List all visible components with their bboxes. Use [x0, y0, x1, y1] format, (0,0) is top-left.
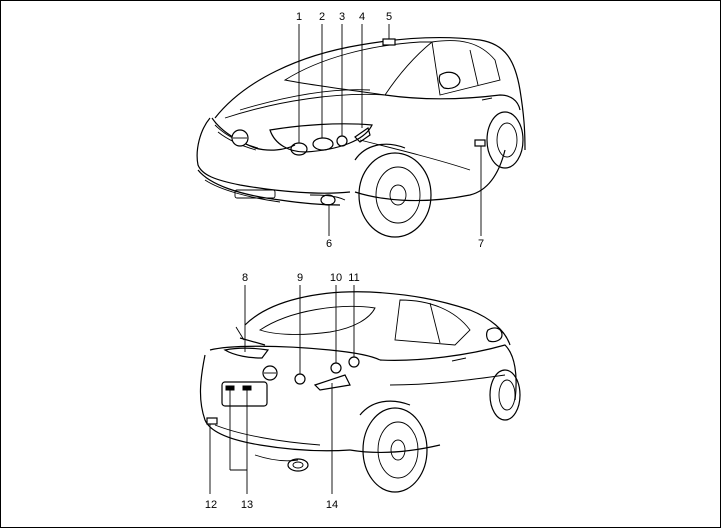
- front-lamp-1: [291, 143, 307, 155]
- front-lamp-3: [337, 136, 347, 146]
- callout-3: 3: [339, 11, 345, 23]
- front-lamp-4: [355, 128, 370, 142]
- rear-lamp-11: [349, 357, 359, 367]
- callout-9: 9: [297, 272, 303, 284]
- rear-lamp-10: [331, 363, 341, 373]
- side-turn-lamp: [475, 140, 485, 146]
- callout-12: 12: [205, 499, 217, 511]
- callout-10: 10: [330, 272, 342, 284]
- callout-2: 2: [319, 11, 325, 23]
- callout-7: 7: [478, 238, 484, 250]
- high-stop-lamp: [225, 348, 268, 358]
- callout-11: 11: [348, 272, 359, 284]
- license-lamp-left: [226, 386, 234, 390]
- front-lamp-2: [313, 138, 333, 150]
- callout-4: 4: [359, 11, 365, 23]
- roof-lamp: [383, 39, 395, 45]
- license-lamp-right: [243, 386, 251, 390]
- callout-5: 5: [386, 11, 392, 23]
- rear-lamp-14: [315, 375, 350, 390]
- callout-6: 6: [326, 238, 332, 250]
- rear-view-car: [200, 292, 520, 492]
- callout-1: 1: [296, 11, 302, 23]
- callout-13: 13: [241, 499, 253, 511]
- callout-8: 8: [242, 272, 248, 284]
- callout-14: 14: [326, 499, 338, 511]
- front-view-car: [197, 38, 525, 237]
- rear-reflector: [207, 418, 217, 424]
- rear-lamp-9: [295, 374, 305, 384]
